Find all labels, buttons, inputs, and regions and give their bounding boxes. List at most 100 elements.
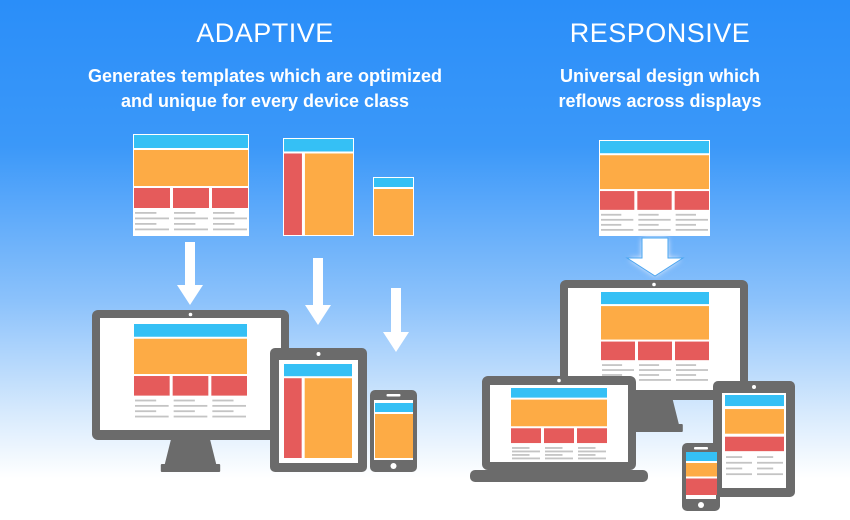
text-line	[512, 450, 540, 453]
wireframe-content	[134, 150, 248, 186]
wireframe-content	[601, 306, 709, 340]
text-line	[578, 457, 606, 460]
wireframe-block	[134, 376, 170, 396]
wireframe-header	[511, 388, 607, 398]
text-line	[757, 461, 783, 464]
wireframe-header	[284, 364, 352, 377]
text-line	[174, 212, 196, 214]
wireframe-content	[134, 338, 247, 375]
text-line	[174, 228, 208, 231]
phone-speaker	[386, 394, 401, 397]
text-line	[676, 364, 697, 366]
wireframe-content	[511, 399, 607, 427]
text-line	[174, 223, 196, 225]
text-line	[545, 454, 563, 456]
text-line	[602, 364, 623, 366]
wireframe-content	[600, 155, 709, 190]
monitor-stand-neck	[629, 400, 679, 424]
wireframe-header	[686, 452, 717, 461]
wireframe-header	[134, 135, 248, 148]
text-line	[675, 228, 708, 231]
monitor-stand-base	[160, 464, 221, 472]
phone-speaker	[694, 447, 708, 450]
text-line	[135, 399, 157, 402]
text-line	[676, 374, 697, 376]
wireframe-block	[600, 191, 635, 210]
responsive-laptop-screen-layout	[511, 388, 607, 462]
text-line	[638, 228, 671, 231]
wireframe-block	[172, 376, 209, 396]
text-line	[135, 404, 169, 407]
wireframe-header	[374, 178, 413, 187]
text-line	[638, 218, 671, 221]
text-line	[757, 473, 783, 476]
wireframe-content	[304, 153, 353, 235]
wireframe-header	[284, 139, 353, 152]
text-line	[173, 399, 195, 402]
text-line	[174, 217, 208, 220]
camera-dot	[316, 352, 321, 356]
monitor-stand-base	[625, 424, 683, 432]
responsive-subtitle-line1: Universal design which	[559, 66, 761, 86]
text-line	[726, 461, 752, 464]
adaptive-subtitle-line1: Generates templates which are optimized	[87, 66, 443, 86]
arrow-to-desktop	[177, 242, 203, 305]
text-line	[545, 450, 573, 453]
text-line	[212, 399, 234, 402]
wireframe-sidebar	[284, 378, 302, 458]
text-line	[173, 404, 208, 407]
adaptive-title: ADAPTIVE	[196, 18, 334, 48]
text-line	[601, 213, 622, 216]
responsive-subtitle: Universal design which reflows across di…	[450, 64, 850, 114]
text-line	[726, 473, 752, 476]
text-line	[726, 456, 743, 458]
responsive-phone-screen-layout	[686, 452, 717, 495]
text-line	[512, 454, 530, 456]
text-line	[601, 223, 622, 226]
text-line	[638, 213, 659, 216]
arrow-shape	[625, 237, 685, 277]
text-line	[638, 223, 659, 226]
wireframe-block	[134, 188, 170, 208]
wireframe-block	[638, 341, 672, 361]
text-line	[601, 218, 634, 221]
wireframe-header	[600, 141, 709, 154]
responsive-template	[599, 140, 710, 236]
wireframe-block	[675, 341, 709, 361]
text-line	[639, 369, 671, 371]
wireframe-content	[686, 463, 717, 477]
text-line	[675, 223, 696, 226]
wireframe-block	[601, 341, 635, 361]
text-line	[602, 374, 623, 376]
arrow-shape	[305, 258, 331, 325]
arrow-shape	[383, 288, 409, 352]
responsive-arrow	[625, 237, 685, 277]
text-line	[212, 410, 234, 413]
wireframe-header	[601, 292, 709, 305]
wireframe-block	[544, 428, 574, 444]
wireframe-header	[375, 403, 413, 412]
text-line	[675, 218, 708, 221]
adaptive-phone-template	[373, 177, 414, 236]
text-line	[135, 223, 157, 225]
text-line	[135, 217, 169, 220]
wireframe-block	[637, 191, 672, 210]
wireframe-block	[212, 188, 248, 208]
text-line	[213, 212, 235, 214]
text-line	[578, 447, 596, 449]
wireframe-sidebar	[284, 153, 302, 235]
arrow-to-phone	[383, 288, 409, 352]
adaptive-phone-screen-layout	[375, 403, 413, 458]
text-line	[212, 415, 246, 418]
wireframe-header	[725, 395, 784, 407]
monitor-stand-neck	[164, 440, 217, 464]
adaptive-tablet-screen-layout	[284, 364, 352, 458]
text-line	[602, 369, 634, 371]
text-line	[135, 410, 157, 413]
camera-dot	[557, 378, 561, 383]
responsive-title: RESPONSIVE	[569, 18, 751, 48]
wireframe-block	[674, 191, 709, 210]
camera-dot	[188, 312, 193, 317]
arrow-to-tablet	[305, 258, 331, 325]
